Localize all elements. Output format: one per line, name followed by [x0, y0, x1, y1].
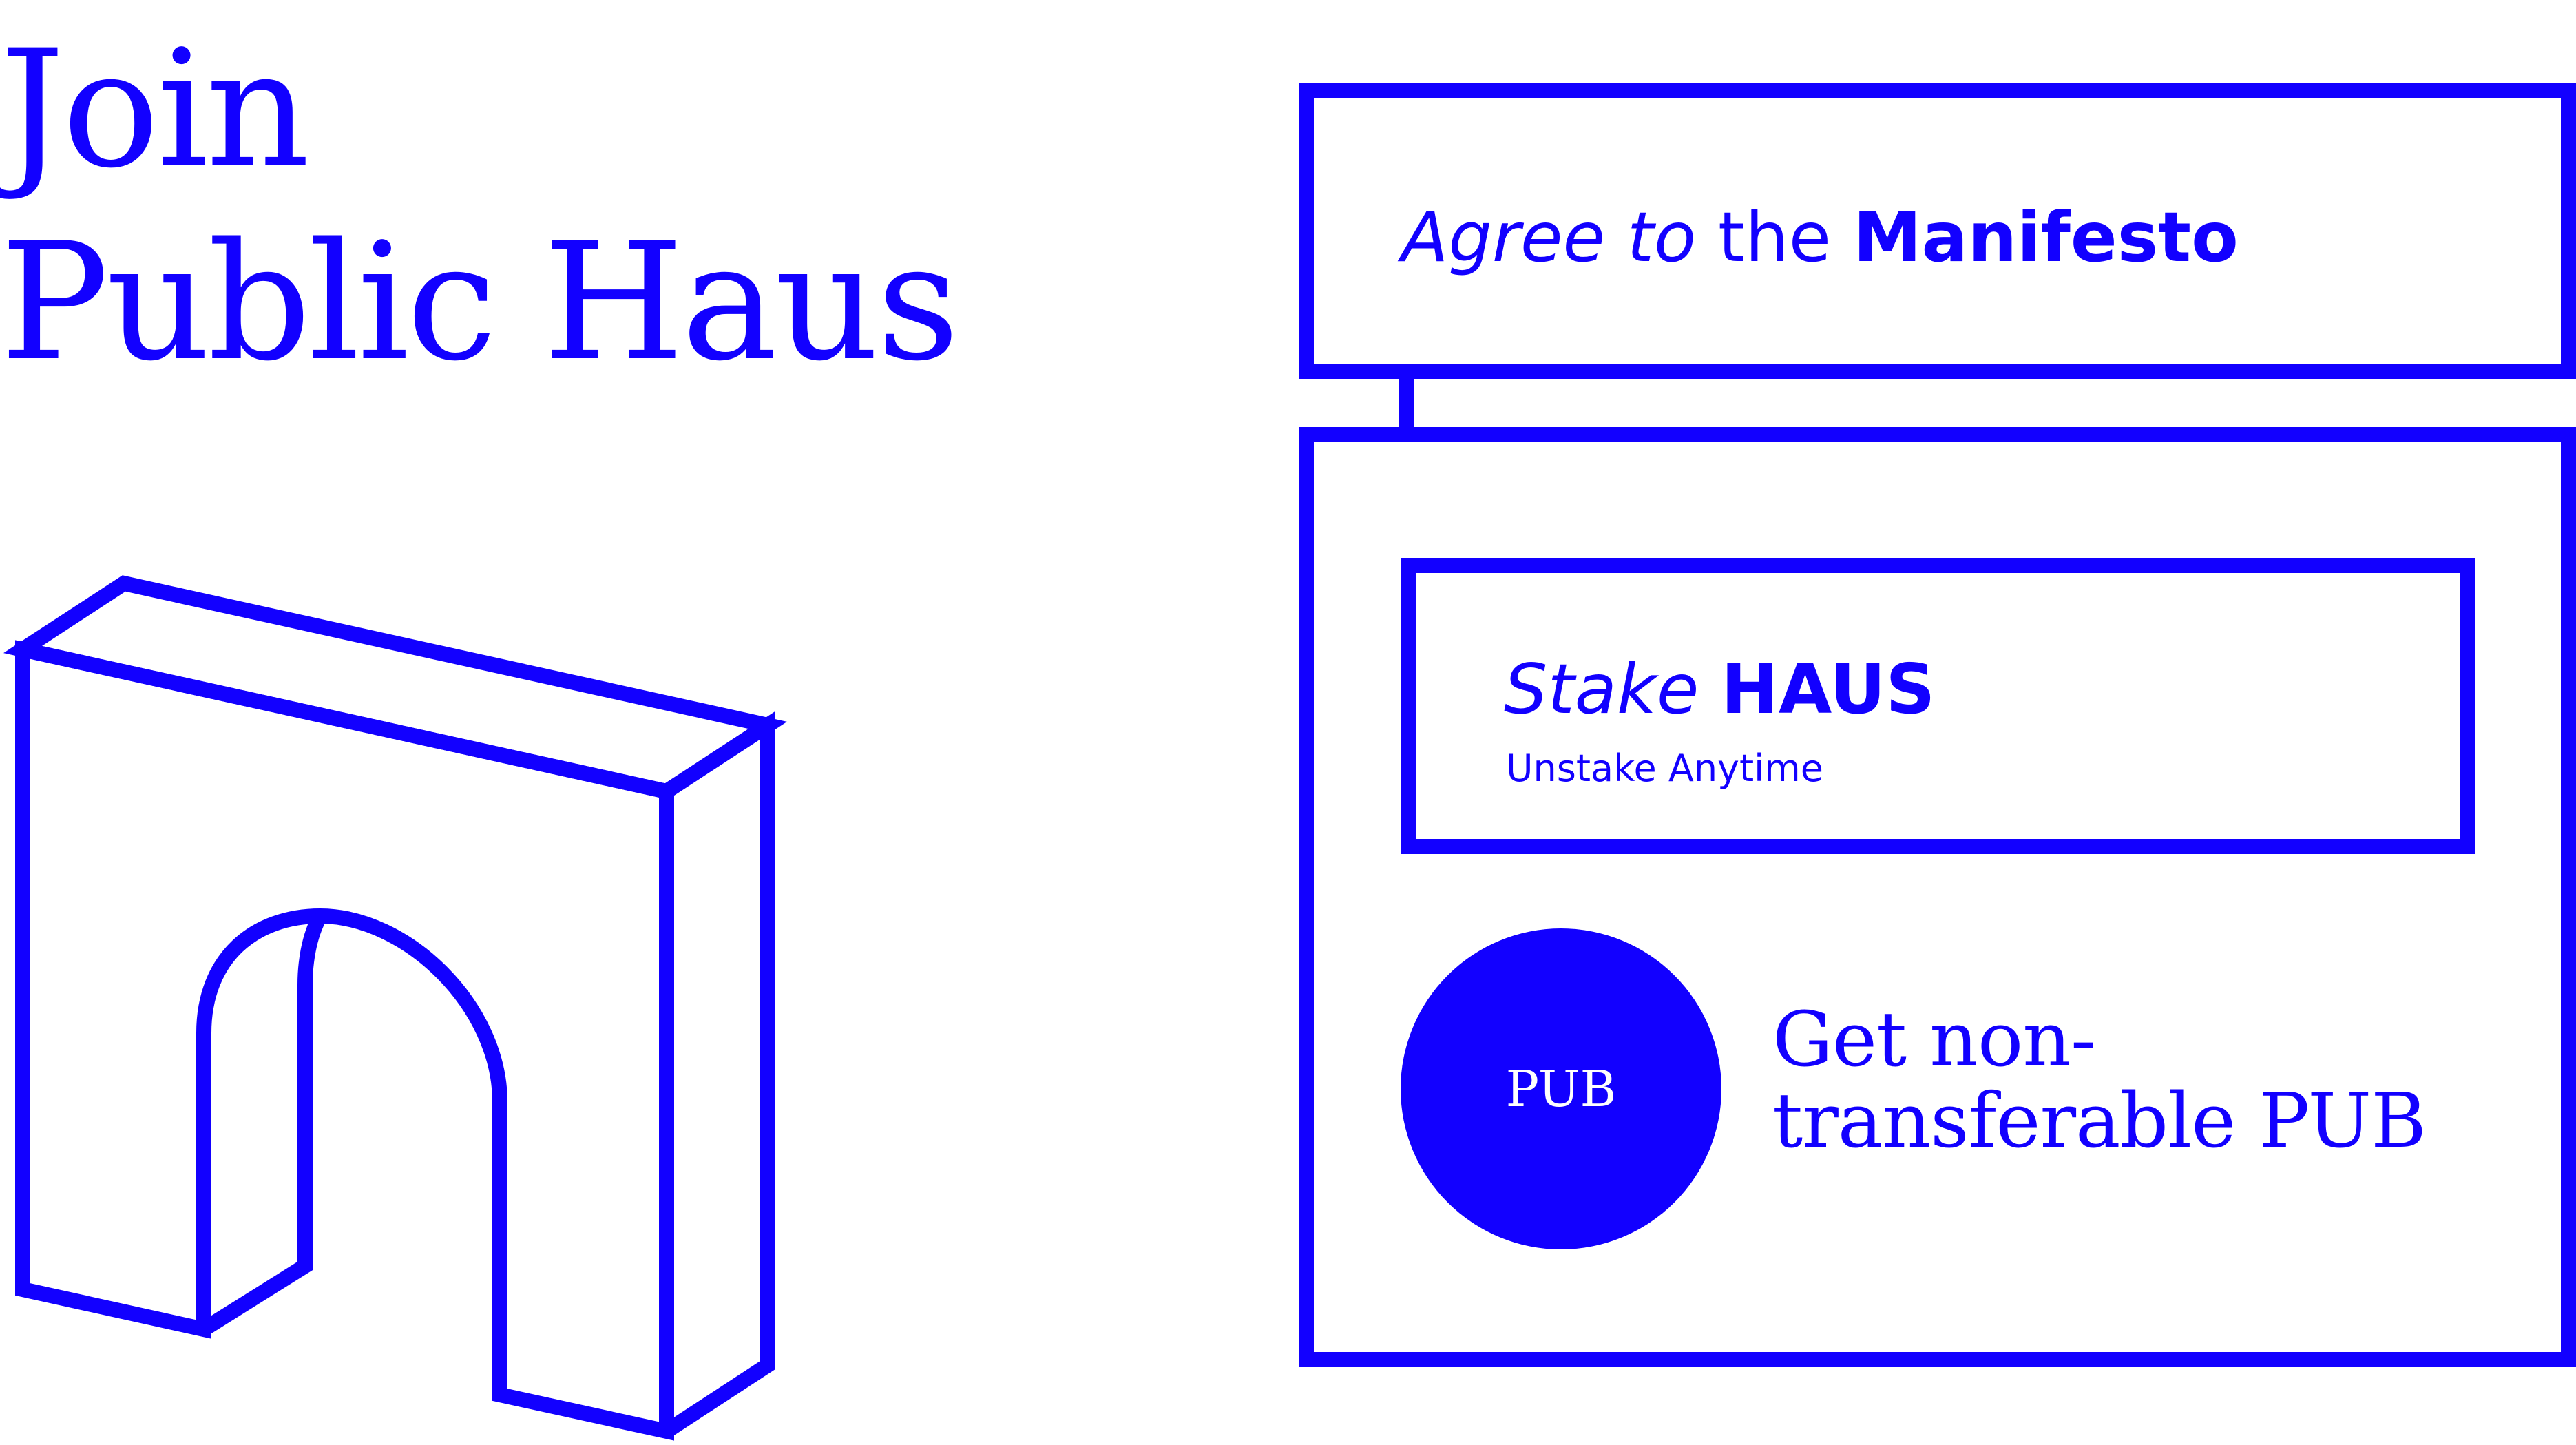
manifesto-label: Agree to the Manifesto [1401, 200, 2239, 276]
manifesto-label-agree: Agree to [1401, 197, 1697, 278]
pub-description-line-2: transferable PUB [1772, 1077, 2427, 1165]
stake-step[interactable]: Stake HAUS Unstake Anytime [1401, 558, 2475, 854]
stake-title: Stake HAUS [1504, 652, 1935, 727]
page-title-line-2: Public Haus [0, 209, 960, 397]
pub-badge: PUB [1401, 928, 1721, 1249]
page-title: Join Public Haus [0, 14, 960, 399]
stake-title-haus: HAUS [1721, 649, 1936, 729]
pub-description-line-1: Get non- [1772, 995, 2096, 1083]
manifesto-label-manifesto: Manifesto [1852, 197, 2239, 278]
manifesto-step[interactable]: Agree to the Manifesto [1299, 83, 2576, 379]
page-title-line-1: Join [0, 16, 310, 204]
stake-subtitle: Unstake Anytime [1506, 747, 1824, 790]
step-connector [1399, 372, 1414, 434]
manifesto-label-the: the [1718, 197, 1832, 278]
stake-title-stake: Stake [1504, 649, 1699, 729]
pub-description: Get non- transferable PUB [1772, 995, 2427, 1165]
pub-badge-label: PUB [1505, 1060, 1617, 1118]
arch-icon [3, 575, 787, 1441]
